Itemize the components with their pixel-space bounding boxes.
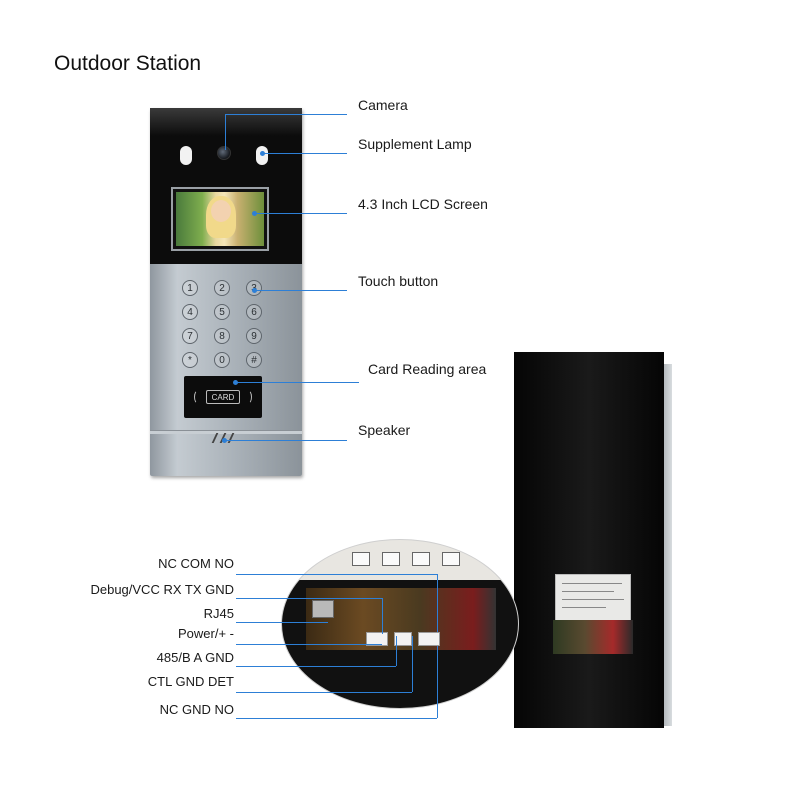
key-star[interactable]: * — [182, 352, 198, 368]
label-lcd-screen: 4.3 Inch LCD Screen — [358, 196, 488, 212]
camera-lens-icon — [217, 146, 231, 160]
label-camera: Camera — [358, 97, 408, 113]
key-9[interactable]: 9 — [246, 328, 262, 344]
callout-nc-com-no — [236, 574, 437, 575]
callout-rj45 — [236, 622, 328, 623]
rfid-wave-right-icon — [244, 390, 252, 404]
callout-touch-line — [254, 290, 347, 291]
card-label: CARD — [206, 390, 240, 404]
back-label-sticker — [555, 574, 631, 622]
callout-lamp-line — [262, 153, 347, 154]
zoom-connector-header — [352, 548, 472, 572]
callout-485-drop — [396, 636, 397, 666]
callout-nc-com-no-drop — [437, 574, 438, 632]
label-power: Power/+ - — [178, 626, 234, 641]
rfid-wave-left-icon — [194, 390, 202, 404]
label-ctl: CTL GND DET — [147, 674, 234, 689]
label-nc-com-no: NC COM NO — [158, 556, 234, 571]
callout-camera-vertical — [225, 114, 226, 150]
callout-power — [236, 644, 382, 645]
rj45-port-icon — [312, 600, 334, 618]
outdoor-station-front: 1 2 3 4 5 6 7 8 9 * 0 # CARD — [150, 108, 302, 476]
key-1[interactable]: 1 — [182, 280, 198, 296]
callout-nc-gnd-no-drop — [437, 646, 438, 718]
label-nc-gnd-no: NC GND NO — [159, 702, 234, 717]
label-speaker: Speaker — [358, 422, 411, 438]
key-4[interactable]: 4 — [182, 304, 198, 320]
callout-ctl-drop — [412, 636, 413, 692]
page-title: Outdoor Station — [54, 52, 202, 75]
key-8[interactable]: 8 — [214, 328, 230, 344]
label-supplement-lamp: Supplement Lamp — [358, 136, 472, 152]
supplement-lamp-left — [180, 146, 192, 165]
label-touch-button: Touch button — [358, 273, 439, 289]
back-housing — [514, 352, 664, 728]
terminal-block-3 — [418, 632, 440, 646]
speaker-strip — [150, 430, 302, 434]
card-reader[interactable]: CARD — [184, 376, 262, 418]
callout-debug — [236, 598, 382, 599]
callout-debug-drop — [382, 598, 383, 634]
callout-speaker-line — [224, 440, 347, 441]
keypad: 1 2 3 4 5 6 7 8 9 * 0 # — [182, 280, 276, 368]
label-card-reading: Card Reading area — [368, 361, 487, 377]
terminal-zoom-view — [282, 540, 518, 708]
label-debug: Debug/VCC RX TX GND — [90, 582, 234, 597]
label-rj45: RJ45 — [203, 606, 234, 621]
callout-nc-gnd-no — [236, 718, 437, 719]
key-hash[interactable]: # — [246, 352, 262, 368]
back-circuit-board — [553, 620, 633, 654]
callout-lcd-line — [254, 213, 347, 214]
key-0[interactable]: 0 — [214, 352, 230, 368]
key-2[interactable]: 2 — [214, 280, 230, 296]
lcd-screen — [171, 187, 269, 251]
photo-face — [211, 200, 231, 222]
callout-camera-line — [225, 114, 347, 115]
key-6[interactable]: 6 — [246, 304, 262, 320]
terminal-block-2 — [394, 632, 412, 646]
callout-ctl — [236, 692, 412, 693]
callout-485 — [236, 666, 396, 667]
terminal-block-1 — [366, 632, 388, 646]
key-7[interactable]: 7 — [182, 328, 198, 344]
label-485: 485/B A GND — [156, 650, 234, 665]
key-5[interactable]: 5 — [214, 304, 230, 320]
callout-card-line — [235, 382, 359, 383]
lcd-photo — [176, 192, 264, 246]
